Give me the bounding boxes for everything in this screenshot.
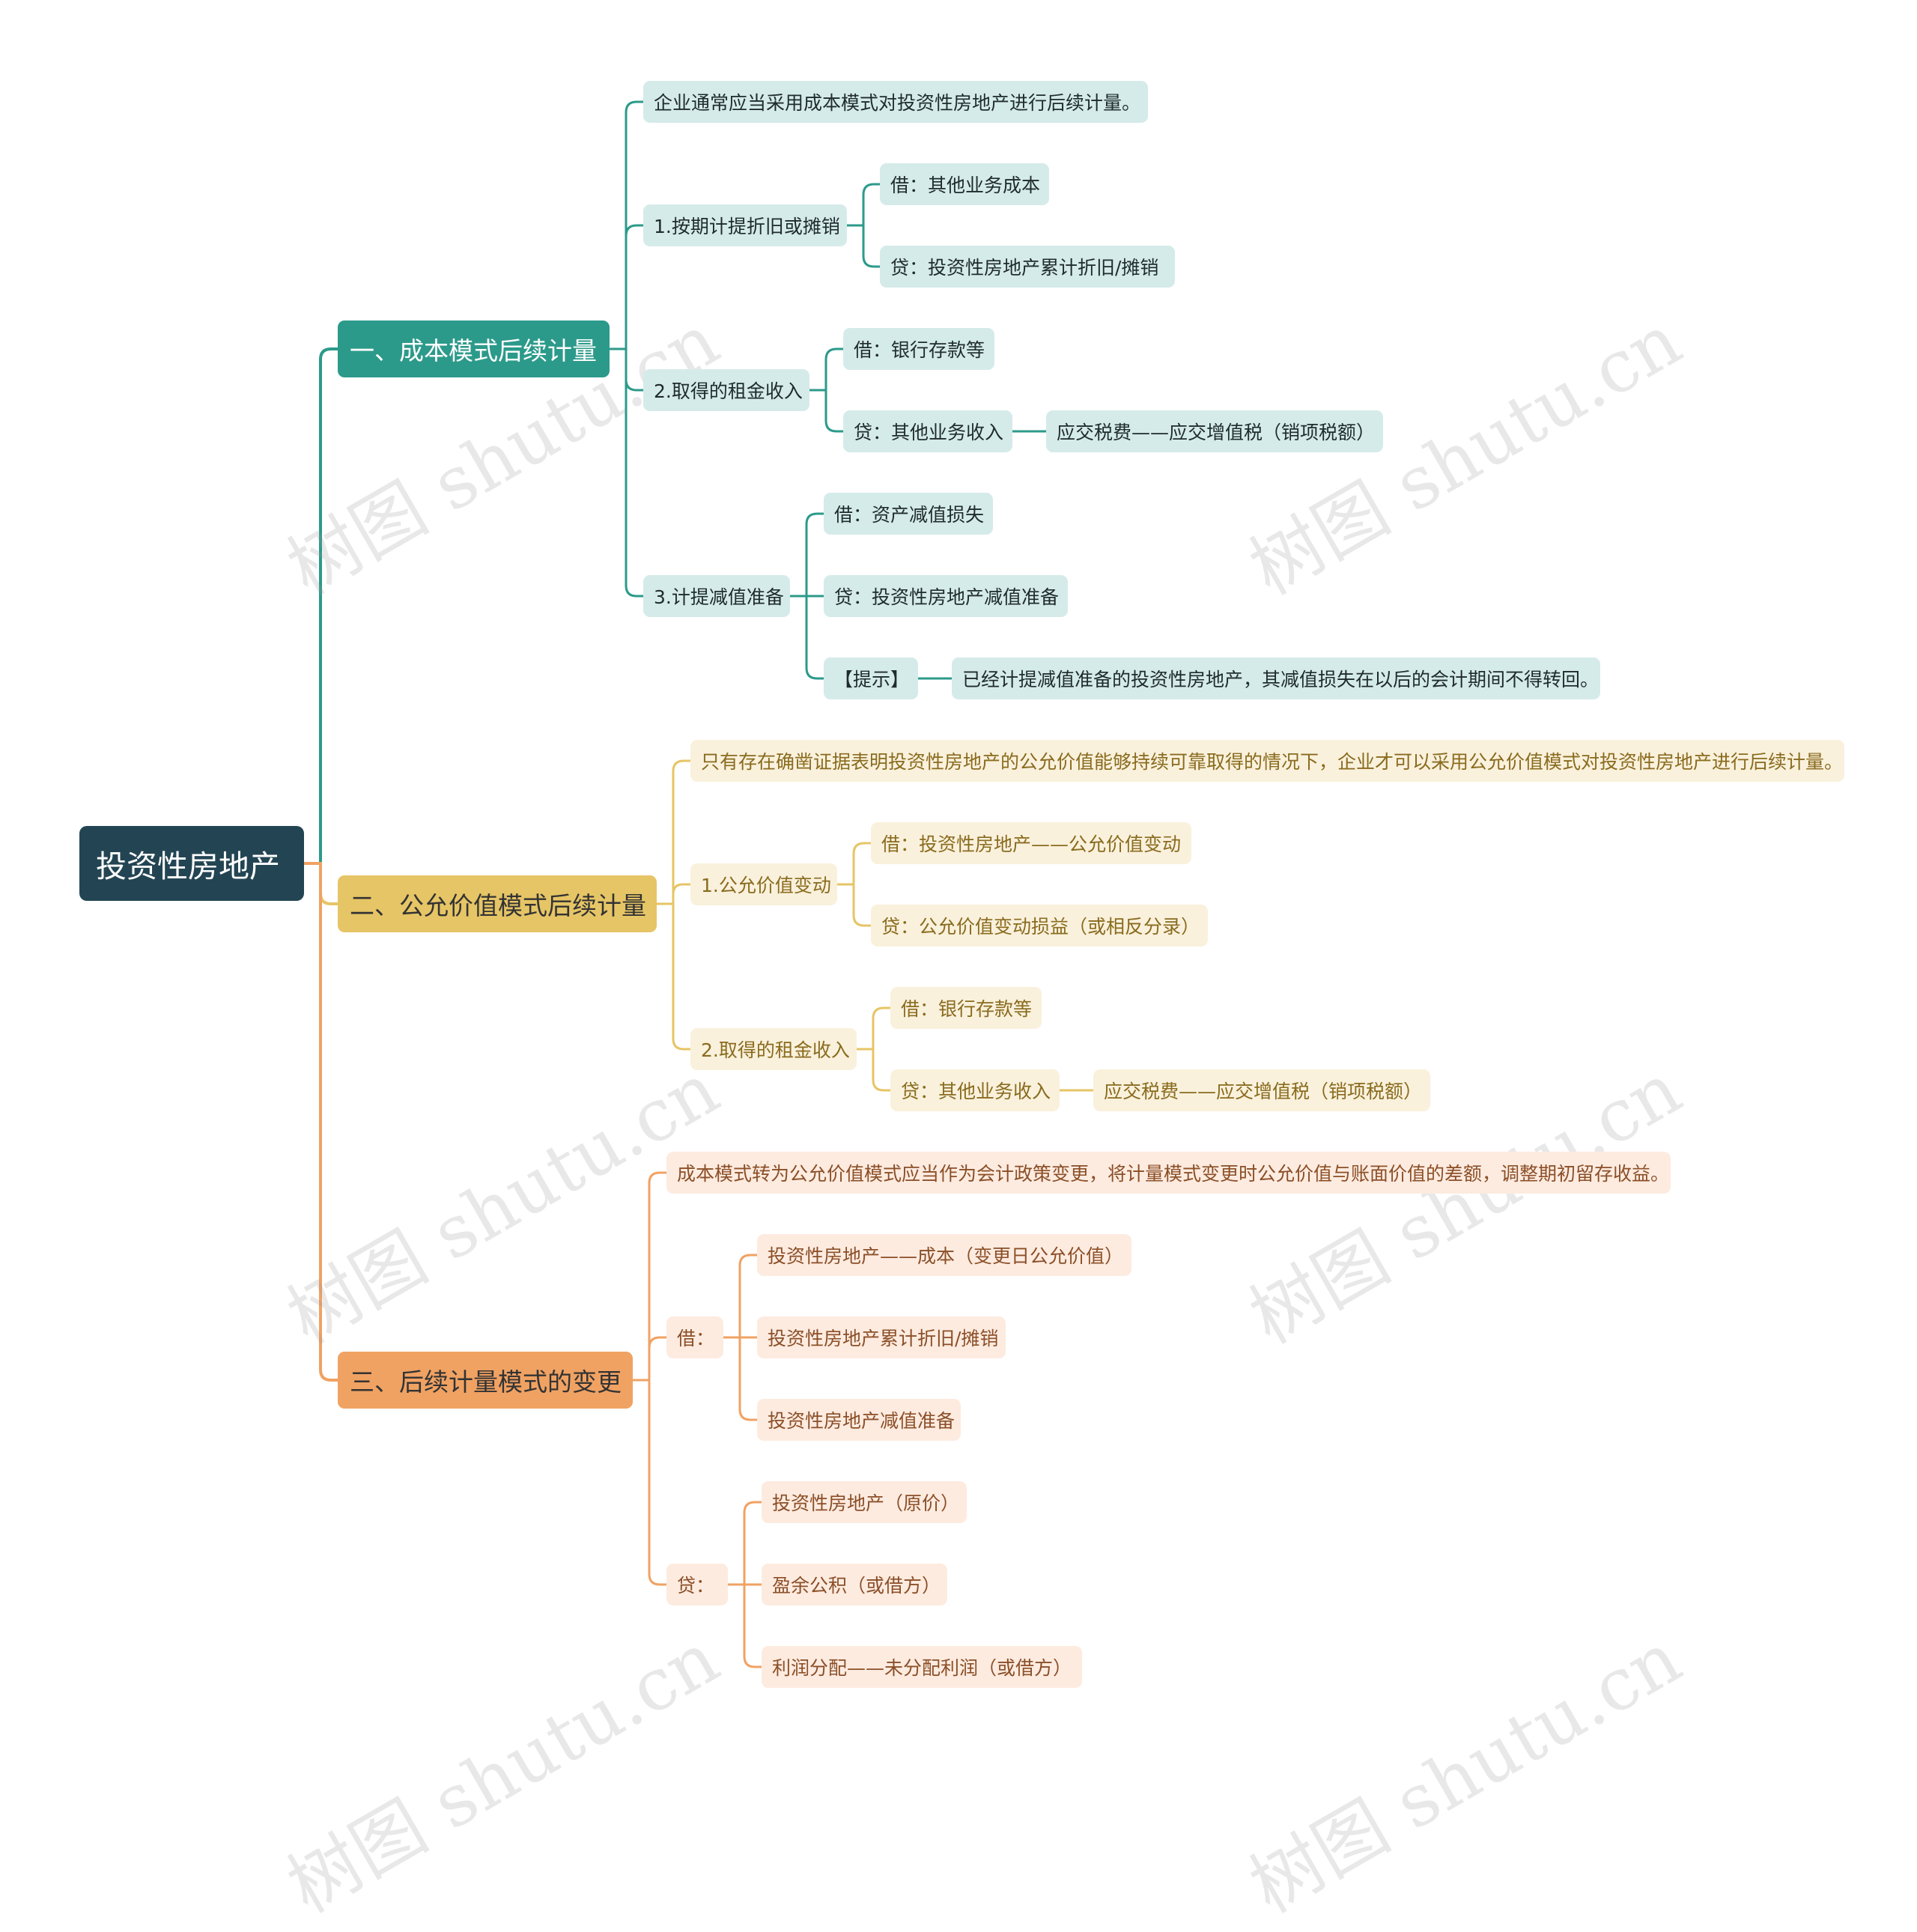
- depreciation-credit[interactable]: 贷：投资性房地产累计折旧/摊销: [880, 246, 1175, 288]
- impairment-topic[interactable]: 3.计提减值准备: [643, 575, 790, 617]
- mind-map-canvas: 树图 shutu.cn 树图 shutu.cn 树图 shutu.cn 树图 s…: [79, 81, 1844, 1929]
- model-change-credit-item[interactable]: 投资性房地产（原价）: [762, 1481, 967, 1523]
- model-change-note[interactable]: 成本模式转为公允价值模式应当作为会计政策变更，将计量模式变更时公允价值与账面价值…: [666, 1152, 1671, 1194]
- model-change-credit-item[interactable]: 利润分配——未分配利润（或借方）: [762, 1646, 1082, 1688]
- connector-line: [789, 512, 825, 598]
- connector-line: [726, 1583, 763, 1668]
- connector-line: [836, 842, 872, 886]
- depreciation-topic[interactable]: 1.按期计提折旧或摊销: [643, 204, 847, 246]
- connector-line: [836, 883, 872, 927]
- model-change-debit-item[interactable]: 投资性房地产减值准备: [757, 1399, 961, 1441]
- fair-value-change-debit[interactable]: 借：投资性房地产——公允价值变动: [871, 822, 1191, 864]
- connector-line: [631, 1171, 668, 1382]
- model-change-debit-item[interactable]: 投资性房地产——成本（变更日公允价值）: [757, 1234, 1131, 1276]
- connector-line: [303, 862, 339, 1382]
- fv-rent-income-credit[interactable]: 贷：其他业务收入: [890, 1069, 1060, 1111]
- fair-value-change-credit[interactable]: 贷：公允价值变动损益（或相反分录）: [871, 905, 1208, 947]
- connector-line: [855, 1048, 892, 1092]
- impairment-debit[interactable]: 借：资产减值损失: [824, 493, 993, 535]
- rent-income-vat[interactable]: 应交税费——应交增值税（销项税额）: [1046, 410, 1383, 452]
- connector-line: [608, 100, 645, 350]
- rent-income-topic[interactable]: 2.取得的租金收入: [643, 369, 809, 411]
- fair-value-change-topic[interactable]: 1.公允价值变动: [690, 863, 837, 905]
- root-topic[interactable]: 投资性房地产: [79, 826, 304, 901]
- connector-line: [608, 224, 645, 350]
- branch-fair-value-model[interactable]: 二、公允价值模式后续计量: [338, 875, 657, 932]
- fv-rent-income-topic[interactable]: 2.取得的租金收入: [690, 1028, 857, 1070]
- connector-line: [808, 389, 845, 433]
- connector-line: [608, 347, 645, 598]
- connector-line: [726, 1501, 763, 1586]
- impairment-tip-label[interactable]: 【提示】: [824, 657, 918, 699]
- rent-income-debit[interactable]: 借：银行存款等: [843, 328, 994, 370]
- model-change-credit-label[interactable]: 贷：: [666, 1564, 728, 1606]
- connector-line: [631, 1379, 668, 1586]
- impairment-credit[interactable]: 贷：投资性房地产减值准备: [824, 575, 1068, 617]
- fair-value-note[interactable]: 只有存在确凿证据表明投资性房地产的公允价值能够持续可靠取得的情况下，企业才可以采…: [690, 740, 1844, 782]
- connector-line: [631, 1336, 668, 1382]
- model-change-debit-label[interactable]: 借：: [666, 1316, 723, 1358]
- connector-line: [808, 347, 845, 392]
- fv-rent-income-vat[interactable]: 应交税费——应交增值税（销项税额）: [1093, 1069, 1430, 1111]
- connector-line: [845, 183, 881, 227]
- connector-line: [789, 595, 825, 680]
- model-change-credit-item[interactable]: 盈余公积（或借方）: [762, 1564, 947, 1606]
- impairment-tip-text[interactable]: 已经计提减值准备的投资性房地产，其减值损失在以后的会计期间不得转回。: [952, 657, 1600, 699]
- connector-line: [303, 347, 339, 865]
- connector-line: [845, 224, 881, 268]
- connector-line: [722, 1254, 759, 1339]
- depreciation-debit[interactable]: 借：其他业务成本: [880, 163, 1049, 205]
- cost-model-note[interactable]: 企业通常应当采用成本模式对投资性房地产进行后续计量。: [643, 81, 1148, 123]
- connector-line: [722, 1336, 759, 1421]
- connector-lines: [303, 100, 1095, 1668]
- branch-model-change[interactable]: 三、后续计量模式的变更: [338, 1352, 633, 1409]
- fv-rent-income-debit[interactable]: 借：银行存款等: [890, 987, 1042, 1029]
- connector-line: [655, 902, 692, 1051]
- branch-cost-model[interactable]: 一、成本模式后续计量: [338, 321, 610, 377]
- rent-income-credit[interactable]: 贷：其他业务收入: [843, 410, 1012, 452]
- model-change-debit-item[interactable]: 投资性房地产累计折旧/摊销: [757, 1316, 1006, 1358]
- connector-line: [855, 1006, 892, 1051]
- connector-line: [655, 759, 692, 905]
- connector-line: [655, 883, 692, 905]
